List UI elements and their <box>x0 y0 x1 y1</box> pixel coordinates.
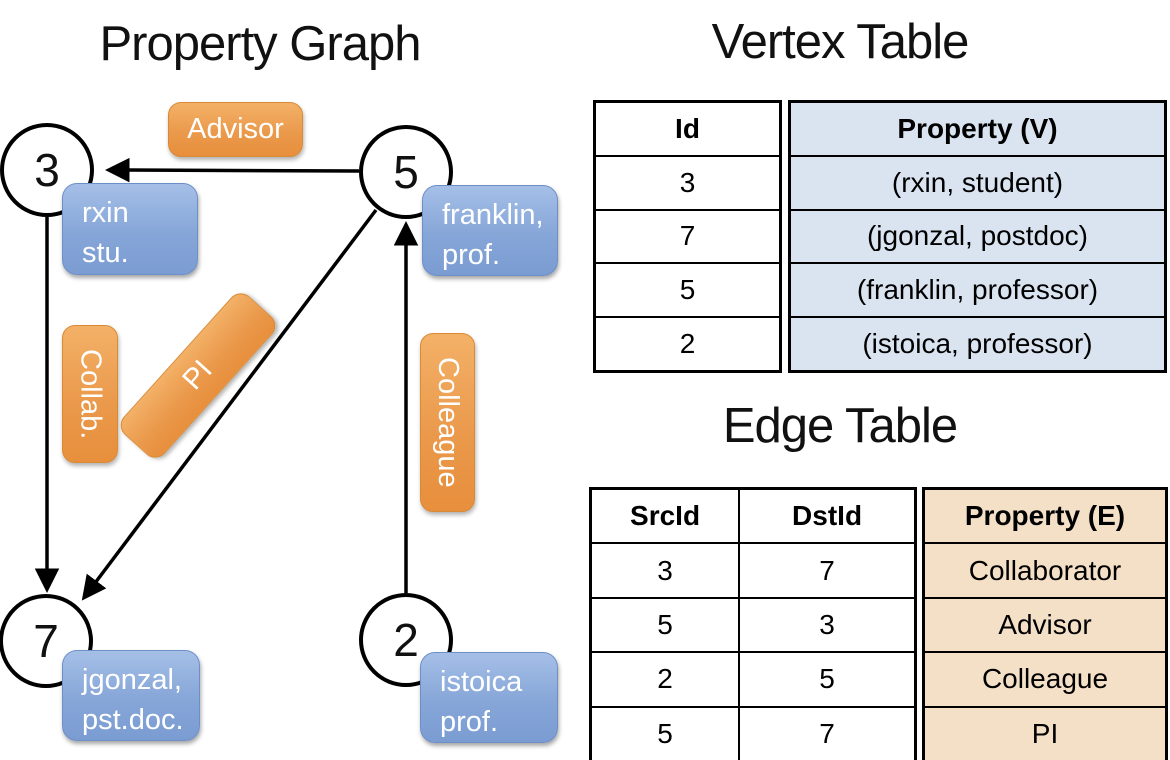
table-cell: (jgonzal, postdoc) <box>866 220 1088 252</box>
graph-node-2: 2 <box>359 593 453 687</box>
table-cell: (franklin, professor) <box>856 274 1099 306</box>
table-cell: 2 <box>592 653 741 706</box>
graph-edges-layer <box>34 157 419 601</box>
property-graph-title: Property Graph <box>99 17 422 71</box>
column-header-property-e: Property (E) <box>964 500 1126 532</box>
property-graph-diagram: 3 5 7 2 Advisor Collab. PI Colleague rxi… <box>0 102 558 743</box>
edge-label-advisor: Advisor <box>168 102 303 157</box>
edge-label-text: PI <box>176 354 219 397</box>
graph-node-5: 5 <box>359 125 453 219</box>
table-cell: 7 <box>819 554 835 586</box>
table-cell: (rxin, student) <box>891 166 1064 198</box>
edge-label-text: Collab. <box>74 348 107 440</box>
node-id-label: 5 <box>393 146 419 198</box>
table-cell: Collaborator <box>968 554 1122 586</box>
edge-table-src-dst-columns: SrcId DstId 3 7 5 3 2 5 5 7 <box>589 487 917 760</box>
table-cell: 2 <box>679 328 696 360</box>
vertex-property-line: istoica <box>440 666 523 698</box>
vertex-table-title: Vertex Table <box>711 15 970 69</box>
vertex-property-line: prof. <box>442 239 501 272</box>
vertex-property-box-5: franklin, prof. <box>422 185 558 276</box>
vertex-property-line: franklin, <box>442 199 544 231</box>
table-cell: 5 <box>819 663 835 695</box>
edge-label-colleague: Colleague <box>420 333 475 512</box>
node-id-label: 3 <box>34 144 60 196</box>
edge-advisor-5-to-3 <box>105 157 360 183</box>
vertex-property-line: jgonzal, <box>82 664 182 696</box>
vertex-property-line: prof. <box>440 706 499 739</box>
table-cell: Advisor <box>998 609 1092 641</box>
table-cell: 7 <box>819 717 835 749</box>
edge-table-property-column: Property (E) Collaborator Advisor Collea… <box>922 487 1168 760</box>
vertex-property-line: pst.doc. <box>82 704 184 737</box>
vertex-property-line: rxin <box>82 197 129 229</box>
edge-table-title: Edge Table <box>722 399 958 453</box>
column-header-dstid: DstId <box>792 500 863 532</box>
edge-label-collab: Collab. <box>62 325 118 463</box>
table-cell: 3 <box>592 544 741 597</box>
edge-label-text: Advisor <box>187 113 284 145</box>
column-header-id: Id <box>675 112 700 144</box>
column-header-srcid: SrcId <box>592 490 741 543</box>
column-header-property-v: Property (V) <box>897 112 1058 144</box>
vertex-property-box-2: istoica prof. <box>420 652 558 743</box>
edge-label-text: Colleague <box>432 357 464 488</box>
vertex-property-line: stu. <box>82 237 129 270</box>
table-cell: (istoica, professor) <box>862 328 1093 360</box>
vertex-property-box-7: jgonzal, pst.doc. <box>62 650 200 741</box>
vertex-table-id-column: Id 3 7 5 2 <box>593 100 782 373</box>
vertex-property-box-3: rxin stu. <box>62 183 198 275</box>
table-cell: 5 <box>592 598 741 652</box>
table-cell: 5 <box>679 274 696 306</box>
table-cell: Colleague <box>981 663 1109 695</box>
table-cell: 7 <box>679 220 696 252</box>
table-cell: 5 <box>592 707 741 760</box>
table-cell: PI <box>1031 717 1059 749</box>
edge-pi-5-to-7 <box>81 208 378 601</box>
table-cell: 3 <box>679 166 696 198</box>
vertex-table-property-column: Property (V) (rxin, student) (jgonzal, p… <box>788 100 1167 373</box>
table-cell: 3 <box>819 609 835 641</box>
node-id-label: 7 <box>33 615 59 667</box>
node-id-label: 2 <box>393 614 419 666</box>
